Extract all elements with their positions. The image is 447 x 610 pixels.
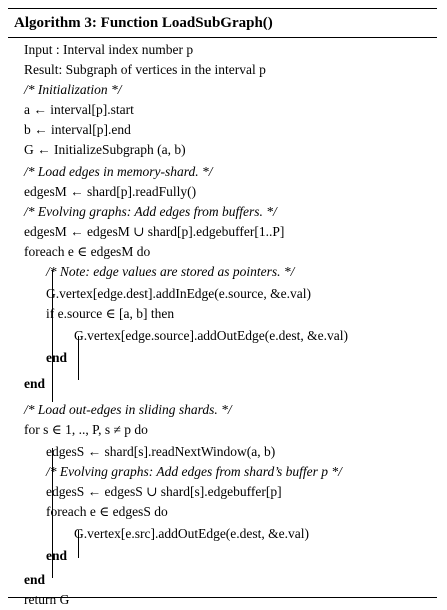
comment-line: /* Load out-edges in sliding shards. */ bbox=[24, 402, 232, 417]
comment-line: /* Initialization */ bbox=[24, 82, 122, 97]
if-line: if e.source ∈ [a, b] then bbox=[46, 306, 175, 321]
code-line: edgesS ← shard[s].readNextWindow(a, b) bbox=[46, 444, 276, 459]
foreach-line: foreach e ∈ edgesS do bbox=[46, 504, 168, 519]
algorithm-label: Algorithm 3: bbox=[14, 15, 97, 31]
code-line: a ← interval[p].start bbox=[24, 102, 134, 117]
comment-line: /* Evolving graphs: Add edges from shard… bbox=[46, 464, 342, 479]
code-line: G.vertex[e.src].addOutEdge(e.dest, &e.va… bbox=[74, 526, 310, 541]
comment-line: /* Load edges in memory-shard. */ bbox=[24, 164, 213, 179]
for-block-rule bbox=[52, 448, 53, 578]
for-line: for s ∈ 1, .., P, s ≠ p do bbox=[24, 422, 148, 437]
algorithm-box: Algorithm 3: Function LoadSubGraph() Inp… bbox=[8, 8, 437, 607]
inner-foreach-rule bbox=[78, 530, 79, 558]
end-line: end bbox=[46, 350, 68, 365]
foreach-block-rule bbox=[52, 270, 53, 402]
code-line: G.vertex[edge.source].addOutEdge(e.dest,… bbox=[74, 328, 349, 343]
input-line: Input : Interval index number p bbox=[24, 42, 194, 57]
foreach-line: foreach e ∈ edgesM do bbox=[24, 244, 151, 259]
algorithm-body: Input : Interval index number p Result: … bbox=[8, 38, 437, 607]
return-line: return G bbox=[24, 592, 70, 607]
result-line: Result: Subgraph of vertices in the inte… bbox=[24, 62, 266, 77]
end-line: end bbox=[46, 548, 68, 563]
algorithm-name: Function LoadSubGraph() bbox=[100, 15, 273, 31]
code-line: G ← InitializeSubgraph (a, b) bbox=[24, 142, 186, 157]
comment-line: /* Evolving graphs: Add edges from buffe… bbox=[24, 204, 277, 219]
if-block-rule bbox=[78, 336, 79, 380]
end-line: end bbox=[24, 572, 46, 587]
comment-line: /* Note: edge values are stored as point… bbox=[46, 264, 295, 279]
algorithm-title: Algorithm 3: Function LoadSubGraph() bbox=[8, 9, 437, 38]
code-line: edgesM ← shard[p].readFully() bbox=[24, 184, 197, 199]
end-line: end bbox=[24, 376, 46, 391]
code-line: edgesM ← edgesM ∪ shard[p].edgebuffer[1.… bbox=[24, 224, 285, 239]
code-line: G.vertex[edge.dest].addInEdge(e.source, … bbox=[46, 286, 312, 301]
code-line: b ← interval[p].end bbox=[24, 122, 131, 137]
code-line: edgesS ← edgesS ∪ shard[s].edgebuffer[p] bbox=[46, 484, 282, 499]
